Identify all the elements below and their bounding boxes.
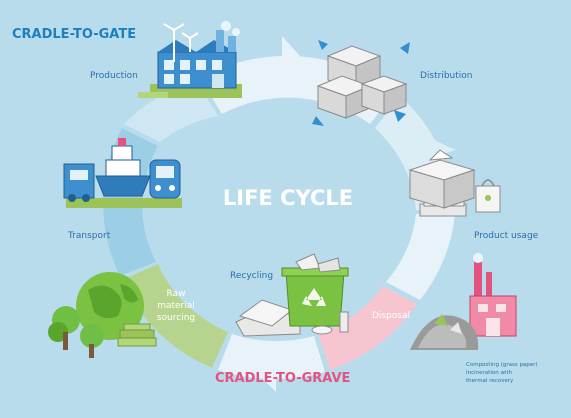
landfill-and-incinerator-icon xyxy=(410,253,517,350)
open-box-and-shopping-bag-icon xyxy=(408,149,501,217)
truck-ship-train-icon xyxy=(63,138,182,208)
disposal-note-3: thermal recovery xyxy=(466,378,514,384)
trees-and-globe-icon xyxy=(48,272,157,358)
stage-label-raw-material-1: Raw xyxy=(167,289,186,299)
ring-segment-disposal xyxy=(318,286,417,370)
ring-segment-recycling xyxy=(218,334,325,380)
ring-segment-raw-material xyxy=(122,264,228,368)
stage-label-disposal: Disposal xyxy=(372,311,410,321)
cradle-to-grave-header: CRADLE-TO-GRAVE xyxy=(215,371,350,386)
disposal-note-2: Incineration with xyxy=(466,370,513,376)
ring-arrow-bottom xyxy=(256,354,276,392)
stage-label-recycling: Recycling xyxy=(230,271,273,281)
stacked-boxes-icon xyxy=(312,40,410,126)
cradle-to-gate-header: CRADLE-TO-GATE xyxy=(12,27,136,42)
stage-label-distribution: Distribution xyxy=(420,71,473,81)
stage-label-production: Production xyxy=(90,71,138,81)
stage-label-raw-material-2: material xyxy=(157,301,195,311)
factory-with-wind-turbines-icon xyxy=(138,21,242,98)
recycling-bin-icon xyxy=(235,253,349,337)
ring-arrow-top xyxy=(282,36,300,76)
stage-label-product-usage: Product usage xyxy=(474,231,539,241)
stage-label-transport: Transport xyxy=(67,231,111,241)
stage-label-raw-material-3: sourcing xyxy=(157,313,195,323)
disposal-note-1: Composting (grass paper) xyxy=(466,362,538,368)
ring-segment-usage-disposal xyxy=(386,214,455,300)
center-title: LIFE CYCLE xyxy=(223,186,353,210)
ring-arrow-left xyxy=(110,230,138,256)
